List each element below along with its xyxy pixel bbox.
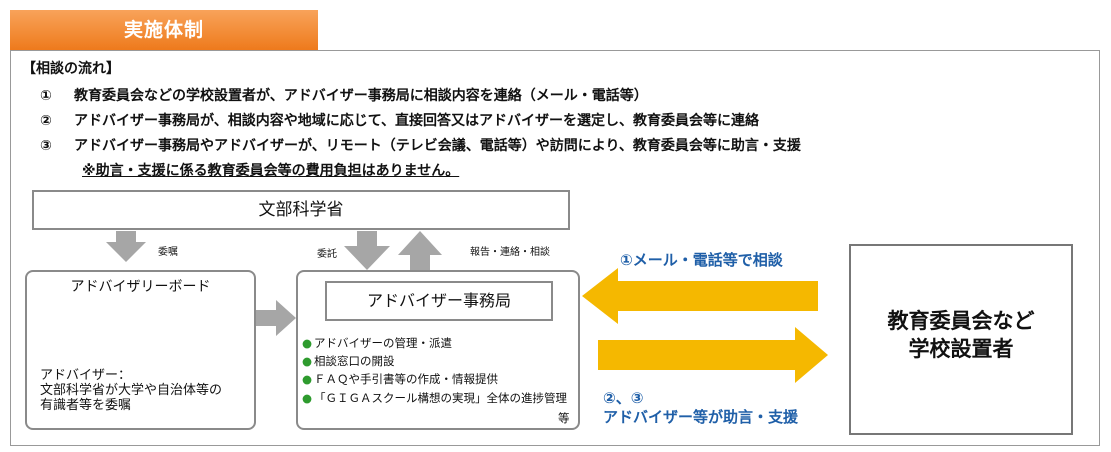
- consult-label: ①メール・電話等で相談: [620, 251, 783, 269]
- support-arrow: [598, 327, 828, 383]
- step-number: ②: [40, 113, 52, 129]
- cost-note: ※助言・支援に係る教育委員会等の費用負担はありません。: [82, 163, 460, 179]
- flow-step-2: ② アドバイザー事務局が、相談内容や地域に応じて、直接回答又はアドバイザーを選定し…: [40, 110, 759, 130]
- secretariat-tasks-etc: 等: [558, 411, 570, 425]
- secretariat-task: ●「ＧＩＧＡスクール構想の実現」全体の進捗管理: [302, 390, 567, 406]
- school-board-label: 教育委員会など 学校設置者: [849, 307, 1073, 363]
- step-text: アドバイザー事務局やアドバイザーが、リモート（テレビ会議、電話等）や訪問により、…: [74, 138, 801, 154]
- commission-arrow: [106, 231, 146, 262]
- task-text: ＦＡＱや手引書等の作成・情報提供: [314, 372, 499, 386]
- task-text: 相談窓口の開設: [314, 354, 395, 368]
- secretariat-task: ●アドバイザーの管理・派遣: [302, 335, 452, 351]
- secretariat-title-box: アドバイザー事務局: [325, 281, 553, 321]
- school-board-box: [849, 244, 1073, 435]
- advisory-board-title: アドバイザリーボード: [70, 279, 211, 295]
- advisory-board-description: アドバイザー： 文部科学省が大学や自治体等の 有識者等を委嘱: [40, 368, 222, 413]
- step-number: ③: [40, 138, 52, 154]
- support-label-text: アドバイザー等が助言・支援: [603, 408, 799, 426]
- advisory-board-box: [25, 270, 256, 430]
- step-number: ①: [40, 88, 52, 104]
- bullet-icon: ●: [302, 336, 313, 350]
- secretariat-task: ●相談窓口の開設: [302, 353, 395, 369]
- flow-step-1: ① 教育委員会などの学校設置者が、アドバイザー事務局に相談内容を連絡（メール・電話…: [40, 85, 648, 105]
- client-line: 教育委員会など: [887, 309, 1035, 333]
- support-label-numbers: ②、③: [603, 389, 644, 407]
- entrust-label: 委託: [317, 249, 337, 260]
- mext-box: 文部科学省: [32, 190, 570, 230]
- section-title: 実施体制: [10, 10, 318, 50]
- step-text: 教育委員会などの学校設置者が、アドバイザー事務局に相談内容を連絡（メール・電話等…: [74, 88, 648, 104]
- bullet-icon: ●: [302, 354, 313, 368]
- board-desc-line: 有識者等を委嘱: [40, 398, 132, 413]
- flow-step-3: ③ アドバイザー事務局やアドバイザーが、リモート（テレビ会議、電話等）や訪問により…: [40, 135, 801, 155]
- commission-label: 委嘱: [158, 247, 178, 258]
- entrust-arrow: [344, 231, 390, 270]
- bullet-icon: ●: [302, 391, 313, 405]
- board-desc-line: 文部科学省が大学や自治体等の: [40, 383, 223, 398]
- content-frame: [10, 50, 1100, 446]
- bullet-icon: ●: [302, 372, 313, 386]
- step-text: アドバイザー事務局が、相談内容や地域に応じて、直接回答又はアドバイザーを選定し、…: [74, 113, 760, 129]
- task-text: アドバイザーの管理・派遣: [314, 336, 453, 350]
- client-line: 学校設置者: [908, 337, 1014, 361]
- report-label: 報告・連絡・相談: [470, 247, 550, 258]
- consult-arrow: [582, 268, 818, 324]
- flow-heading: 【相談の流れ】: [22, 61, 120, 77]
- secretariat-task: ●ＦＡＱや手引書等の作成・情報提供: [302, 371, 498, 387]
- report-arrow: [398, 231, 442, 270]
- board-desc-line: アドバイザー：: [40, 368, 132, 383]
- task-text: 「ＧＩＧＡスクール構想の実現」全体の進捗管理: [314, 391, 568, 405]
